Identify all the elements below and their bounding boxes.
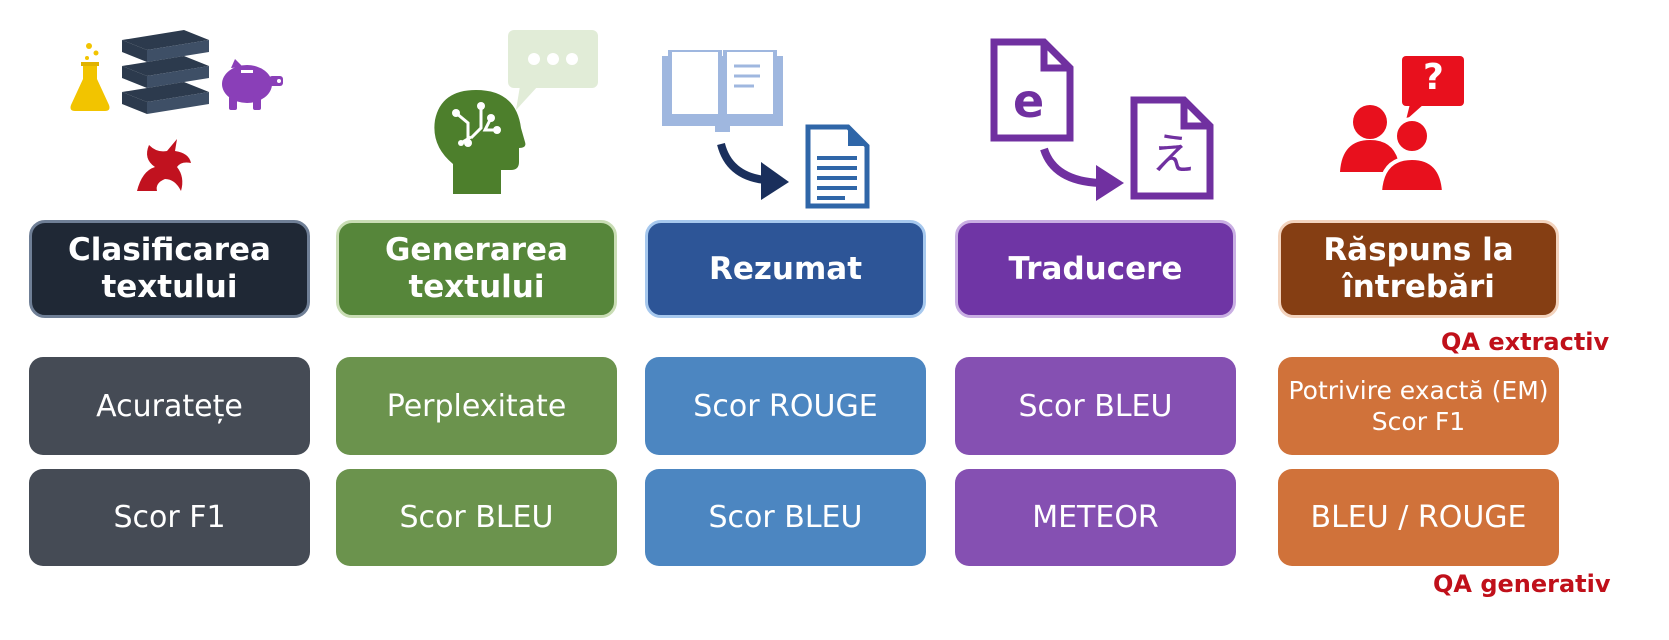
- metric-box: Perplexitate: [336, 357, 617, 455]
- brain-head-icon: [434, 90, 526, 194]
- metric-box: Acuratețe: [29, 357, 310, 455]
- task-title: Generarea textului: [336, 220, 617, 318]
- task-title: Traducere: [955, 220, 1236, 318]
- books-icon: [122, 30, 209, 114]
- book-to-document-icon: [645, 0, 930, 215]
- metric-box: Scor F1: [29, 469, 310, 566]
- metric-box: Scor BLEU: [645, 469, 926, 566]
- task-title: Clasificarea textului: [29, 220, 310, 318]
- metric-box: Potrivire exactă (EM) Scor F1: [1278, 357, 1559, 455]
- target-document-icon: [1130, 96, 1214, 200]
- source-document-icon: [990, 38, 1074, 142]
- people-icon: [1340, 105, 1447, 194]
- source-letter: e: [1013, 74, 1045, 128]
- piggy-bank-icon: [222, 59, 283, 110]
- arrow-icon: [1040, 147, 1124, 201]
- task-column-qa: ? Răspuns la întrebări Potrivire exactă …: [1278, 0, 1563, 640]
- translate-document-icon: e え: [955, 0, 1240, 215]
- dragon-icon: [137, 139, 191, 191]
- note-generative-qa: QA generativ: [1433, 570, 1611, 598]
- task-column-generation: Generarea textului Perplexitate Scor BLE…: [336, 0, 621, 640]
- metric-box: BLEU / ROUGE: [1278, 469, 1559, 566]
- question-bubble-icon: [1402, 56, 1464, 120]
- document-icon: [805, 124, 870, 209]
- note-extractive-qa: QA extractiv: [1441, 328, 1610, 356]
- people-question-icon: ?: [1278, 0, 1563, 215]
- task-title: Rezumat: [645, 220, 926, 318]
- classification-icons: [29, 0, 314, 215]
- target-letter: え: [1151, 129, 1195, 180]
- metric-box: Scor ROUGE: [645, 357, 926, 455]
- arrow-icon: [717, 142, 789, 200]
- metric-box: Scor BLEU: [336, 469, 617, 566]
- speech-bubble-icon: [508, 30, 598, 110]
- brain-speech-icon: [336, 0, 621, 215]
- flask-icon: [70, 43, 110, 111]
- task-column-summary: Rezumat Scor ROUGE Scor BLEU: [645, 0, 930, 640]
- open-book-icon: [662, 50, 783, 132]
- task-title: Răspuns la întrebări: [1278, 220, 1559, 318]
- question-mark: ?: [1423, 57, 1444, 98]
- task-column-translation: e え Traducere Scor BLEU METEOR: [955, 0, 1240, 640]
- metric-box: Scor BLEU: [955, 357, 1236, 455]
- metric-box: METEOR: [955, 469, 1236, 566]
- task-column-classification: Clasificarea textului Acuratețe Scor F1: [29, 0, 314, 640]
